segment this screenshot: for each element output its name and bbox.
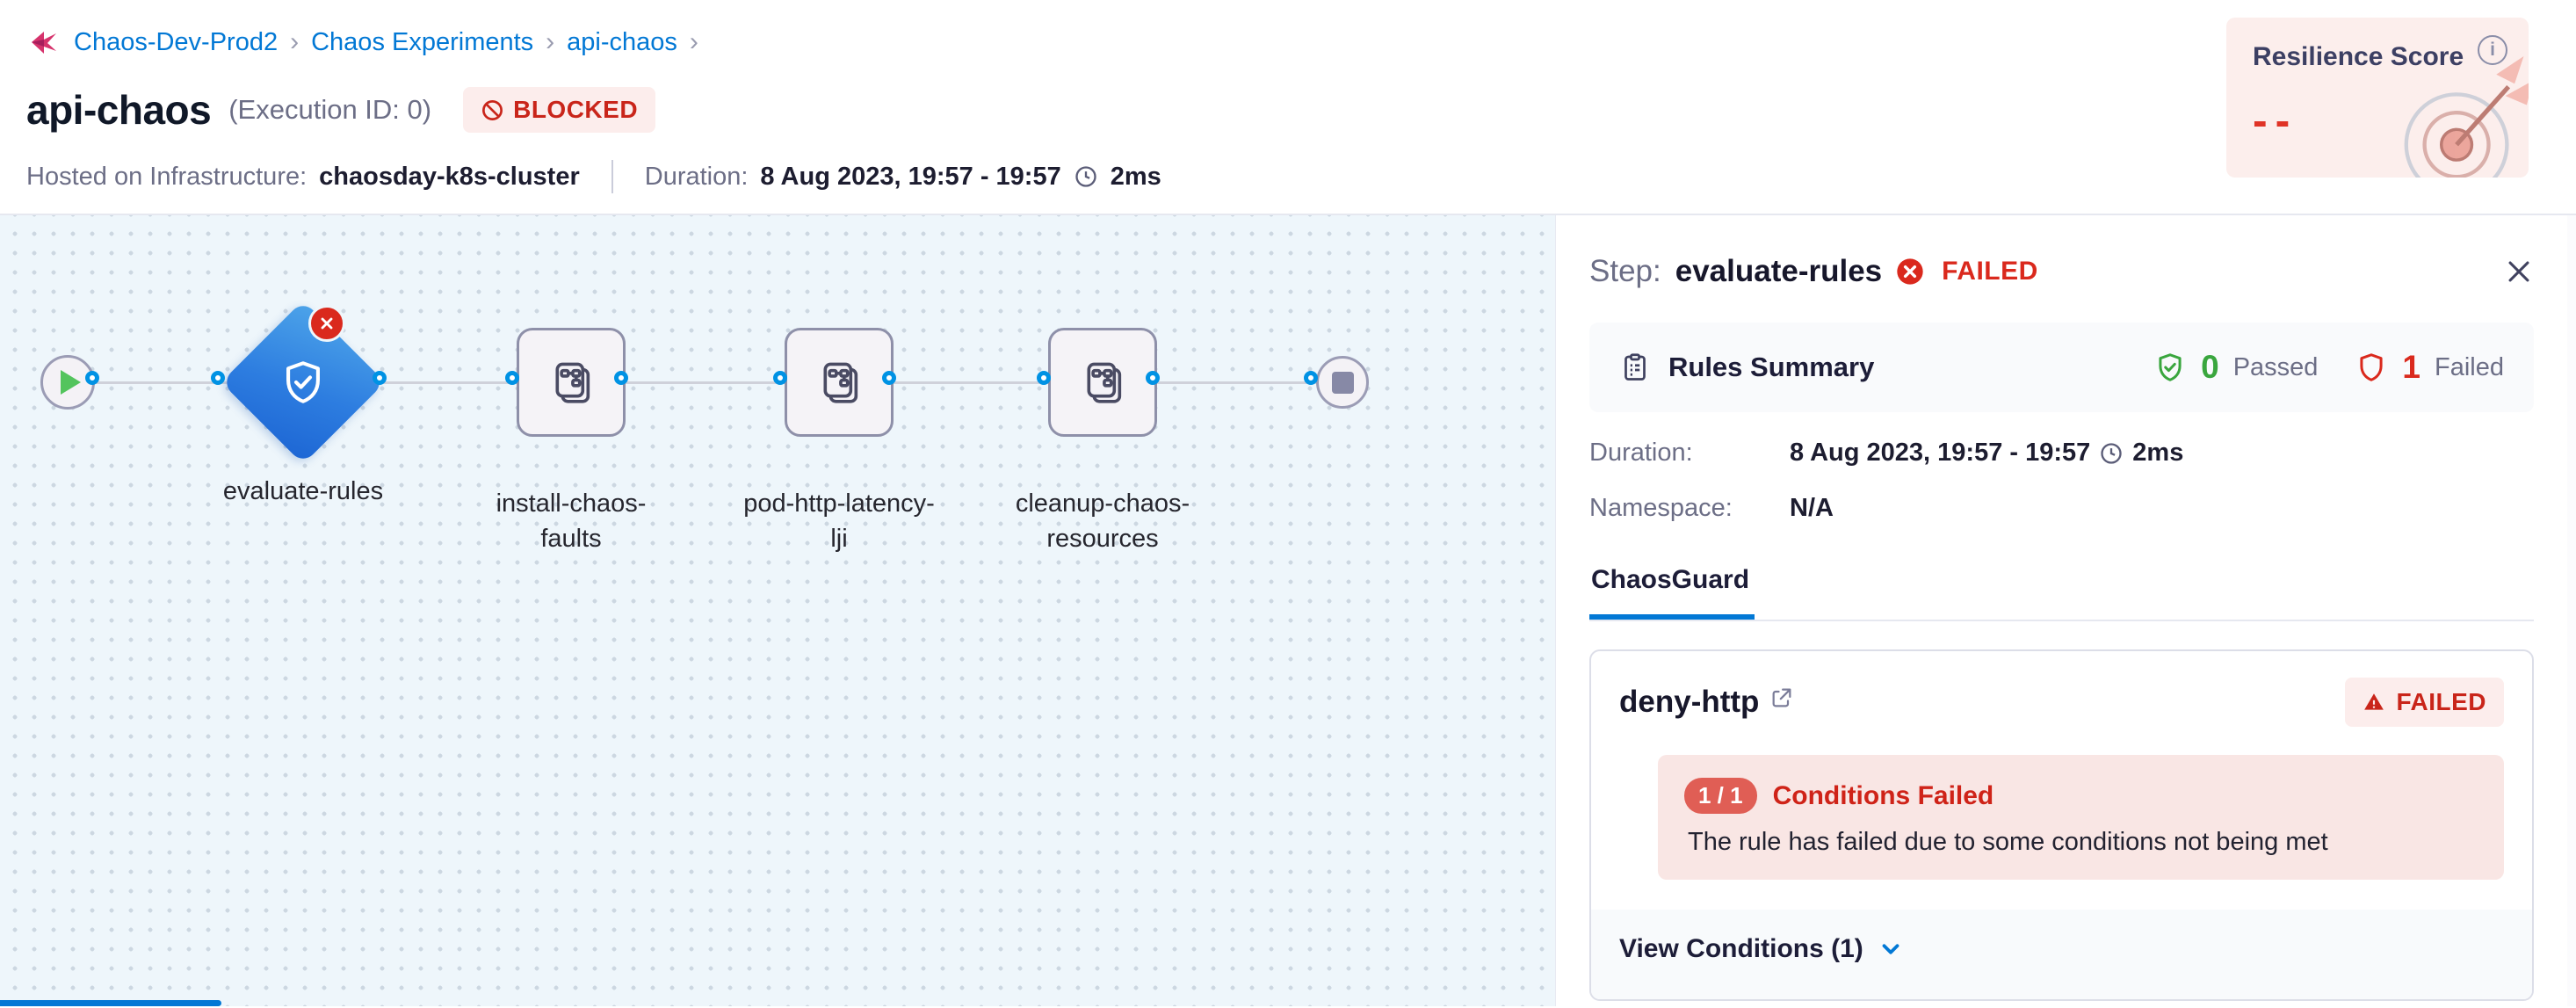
node-label-cleanup-chaos-resources: cleanup-chaos-resources (1015, 489, 1190, 553)
node-port[interactable] (211, 371, 225, 385)
pipeline-canvas[interactable]: evaluate-rules install-chaos-faults pod-… (0, 215, 1555, 1006)
chaos-logo-icon (26, 25, 62, 60)
status-badge-label: BLOCKED (513, 96, 639, 123)
clock-icon (1074, 164, 1098, 189)
pipeline-connector-line (93, 381, 1319, 384)
close-icon[interactable] (2504, 257, 2534, 286)
play-icon (60, 370, 81, 395)
breadcrumb: Chaos-Dev-Prod2 › Chaos Experiments › ap… (26, 23, 2576, 62)
node-port[interactable] (373, 371, 387, 385)
node-label-install-chaos-faults: install-chaos-faults (496, 489, 647, 553)
node-port[interactable] (882, 371, 896, 385)
duration-value: 8 Aug 2023, 19:57 - 19:57 (760, 162, 1061, 191)
rules-summary-counts: 0 Passed 1 Failed (2153, 349, 2504, 386)
alert-headline: 1 / 1 Conditions Failed (1684, 778, 2478, 814)
step-details-panel: Step: evaluate-rules FAILED (1555, 215, 2576, 1006)
title-row: api-chaos (Execution ID: 0) BLOCKED (26, 86, 2576, 134)
alert-message: The rule has failed due to some conditio… (1688, 828, 2328, 856)
view-conditions-label: View Conditions (1) (1619, 934, 1863, 963)
shield-passed-icon (2153, 351, 2187, 384)
step-status: FAILED (1942, 257, 2038, 286)
rule-name: deny-http (1619, 685, 1760, 719)
step-name: evaluate-rules (1675, 254, 1883, 288)
shield-failed-icon (2355, 351, 2388, 384)
target-illustration (2389, 50, 2529, 178)
rule-status-badge: FAILED (2345, 678, 2504, 727)
duration-row: Duration: 8 Aug 2023, 19:57 - 19:57 2ms (1589, 439, 2534, 468)
breadcrumb-separator: › (689, 27, 698, 56)
passed-count: 0 (2201, 349, 2219, 385)
node-port[interactable] (1037, 371, 1051, 385)
rules-summary-title: Rules Summary (1668, 352, 1875, 382)
panel-tabbar: ChaosGuard (1589, 565, 2534, 621)
canvas-horizontal-scrollbar[interactable] (0, 1000, 221, 1006)
failed-count: 1 (2402, 349, 2420, 385)
page-title: api-chaos (26, 87, 212, 133)
step-node-install-chaos-faults[interactable] (517, 328, 626, 437)
namespace-row: Namespace: N/A (1589, 494, 2534, 523)
chaos-step-icon (555, 362, 590, 403)
node-label-evaluate-rules: evaluate-rules (222, 477, 384, 505)
step-label: Step: (1589, 254, 1661, 288)
status-badge: BLOCKED (463, 87, 656, 133)
warning-triangle-icon (2363, 691, 2385, 714)
conditions-failed-alert: 1 / 1 Conditions Failed The rule has fai… (1658, 755, 2504, 880)
view-conditions-toggle[interactable]: View Conditions (1) (1591, 910, 2532, 999)
breadcrumb-project[interactable]: Chaos-Dev-Prod2 (74, 27, 279, 56)
infra-label: Hosted on Infrastructure: (26, 162, 308, 191)
pipeline-start-node[interactable] (40, 355, 95, 410)
chevron-down-icon (1878, 936, 1904, 962)
duration-label: Duration: (644, 162, 749, 191)
rules-summary-card: Rules Summary 0 Passed (1589, 323, 2534, 412)
resilience-score-value: -- (2253, 96, 2298, 145)
chaos-step-icon (823, 362, 858, 403)
clock-icon (2099, 441, 2124, 466)
clipboard-icon (1619, 352, 1651, 383)
infra-value: chaosday-k8s-cluster (319, 162, 580, 191)
node-port[interactable] (773, 371, 787, 385)
duration-label: Duration: (1589, 439, 1693, 467)
failed-label: Failed (2435, 352, 2504, 381)
breadcrumb-page[interactable]: api-chaos (567, 27, 677, 56)
namespace-label: Namespace: (1589, 494, 1733, 522)
step-failed-badge-icon (308, 305, 345, 342)
node-port[interactable] (505, 371, 519, 385)
main-area: evaluate-rules install-chaos-faults pod-… (0, 215, 2576, 1006)
breadcrumb-separator: › (290, 27, 300, 56)
meta-row: Hosted on Infrastructure: chaosday-k8s-c… (26, 160, 2576, 193)
passed-label: Passed (2232, 352, 2319, 381)
stop-icon (1331, 371, 1354, 394)
divider (611, 160, 613, 193)
rule-card-deny-http: deny-http (1589, 649, 2534, 1001)
node-port[interactable] (1304, 371, 1318, 385)
resilience-score-title: Resilience Score (2253, 42, 2464, 71)
panel-header: Step: evaluate-rules FAILED (1589, 254, 2534, 289)
execution-id: (Execution ID: 0) (228, 94, 432, 125)
duration-value: 8 Aug 2023, 19:57 - 19:57 2ms (1790, 439, 2184, 467)
breadcrumb-separator: › (546, 27, 555, 56)
external-link-icon[interactable] (1769, 685, 1794, 710)
breadcrumb-section[interactable]: Chaos Experiments (311, 27, 534, 56)
chaos-step-icon (1087, 362, 1122, 403)
namespace-value: N/A (1790, 494, 1834, 522)
page-header: Chaos-Dev-Prod2 › Chaos Experiments › ap… (0, 0, 2576, 215)
tab-chaosguard[interactable]: ChaosGuard (1589, 565, 1755, 620)
step-node-pod-http-latency[interactable] (785, 328, 894, 437)
rule-status-label: FAILED (2396, 688, 2486, 715)
shield-check-icon (273, 352, 333, 412)
node-port[interactable] (85, 371, 99, 385)
rule-card-header: deny-http (1591, 651, 2532, 730)
conditions-failed-title: Conditions Failed (1772, 780, 1994, 810)
step-node-cleanup-chaos-resources[interactable] (1048, 328, 1157, 437)
pipeline-stop-node[interactable] (1316, 356, 1369, 409)
blocked-icon (481, 98, 504, 122)
conditions-count-pill: 1 / 1 (1684, 778, 1757, 814)
resilience-score-card: Resilience Score i -- (2226, 18, 2529, 178)
duration-elapsed: 2ms (1110, 162, 1161, 191)
node-label-pod-http-latency: pod-http-latency-lji (743, 489, 935, 553)
failed-circle-icon (1896, 257, 1924, 286)
node-port[interactable] (614, 371, 628, 385)
node-port[interactable] (1146, 371, 1160, 385)
info-icon[interactable]: i (2478, 35, 2507, 65)
